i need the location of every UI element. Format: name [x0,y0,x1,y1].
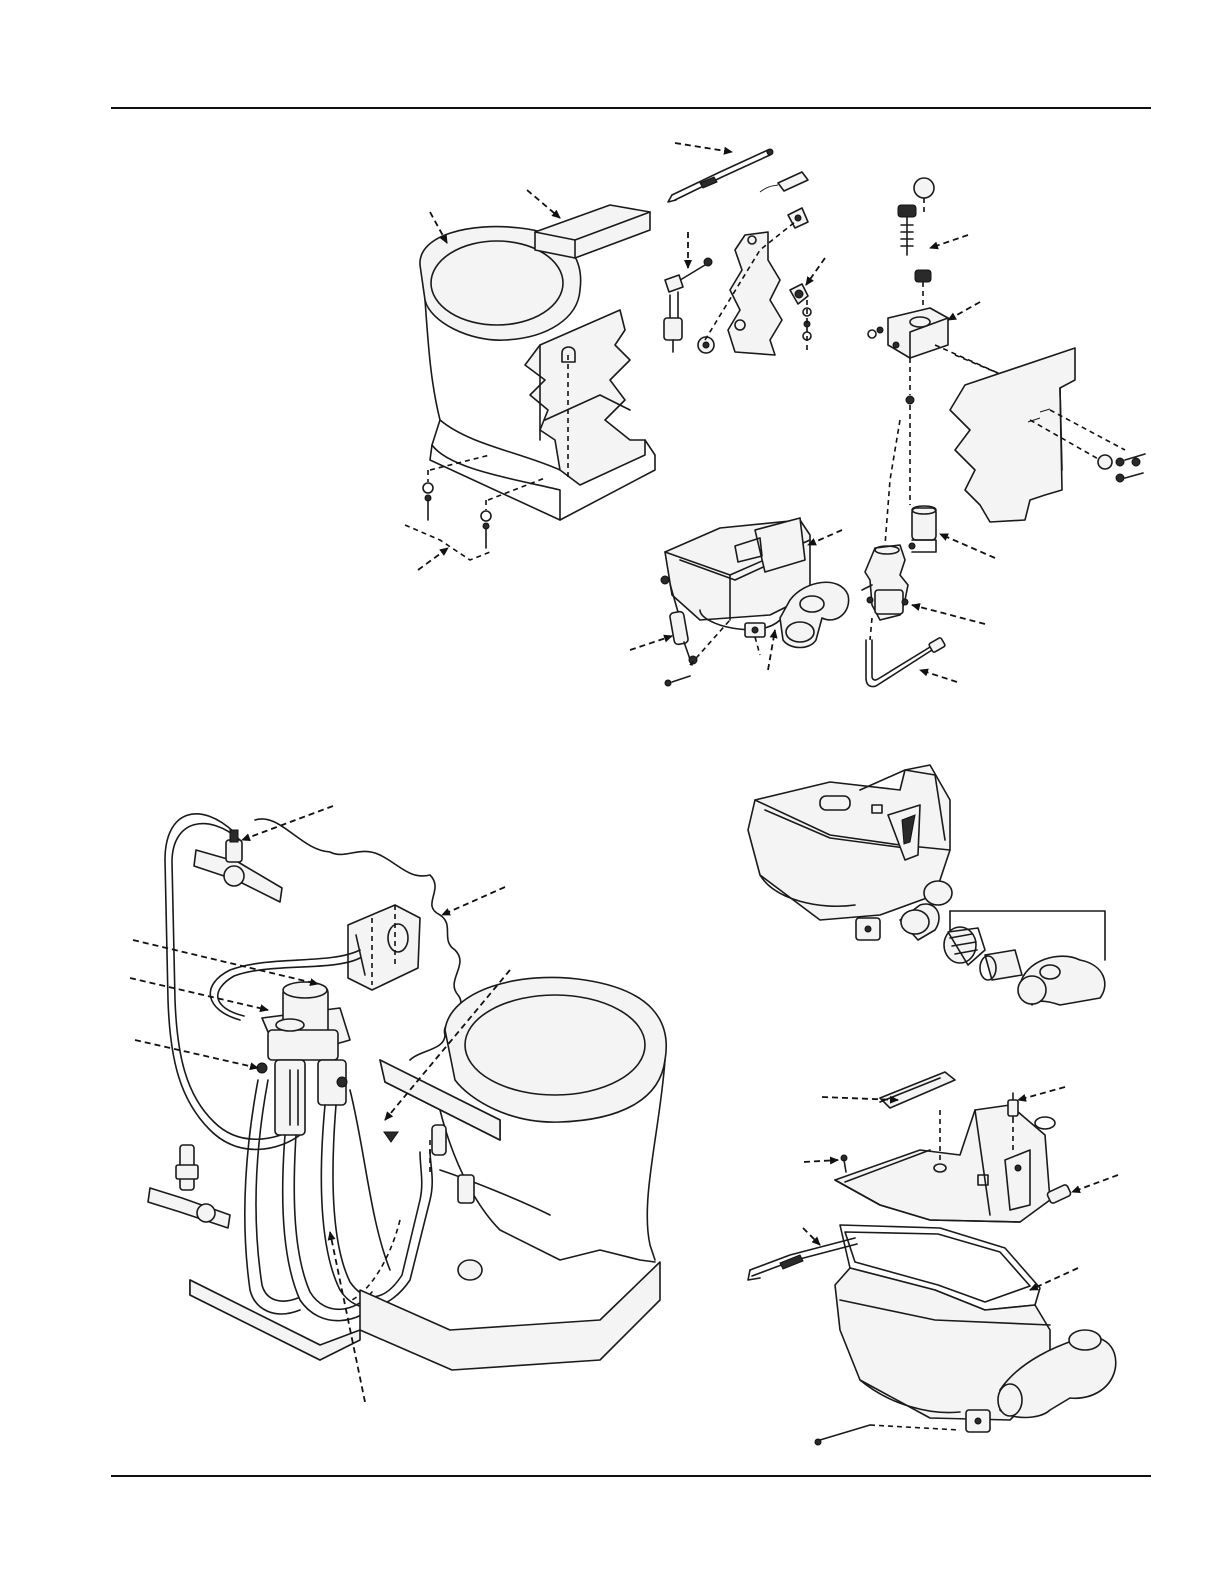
water-valve [862,405,946,687]
bowl-flange-assembly [748,765,1105,1005]
inlet-elbow [790,284,811,350]
toilet-exploded-view [405,143,1145,687]
toilet-bowl [420,227,655,520]
toilet-plumbing-view [130,806,666,1402]
hoses [245,1080,433,1321]
bowl-assembly-exploded [748,1072,1118,1445]
shutoff-valve-top [194,830,282,902]
rear-mounting-plate [950,348,1145,522]
floor-bolts [405,455,545,560]
shutoff-valve-bottom [148,1145,230,1228]
junction-box [348,905,420,990]
tank-lid [535,205,650,258]
mounting-bracket [705,208,808,355]
toilet-bowl-rear [360,977,666,1370]
seal-brush [880,1072,955,1108]
parts-tag [778,172,808,191]
pipe-coupling [944,927,1105,1005]
flush-rod [668,149,773,202]
